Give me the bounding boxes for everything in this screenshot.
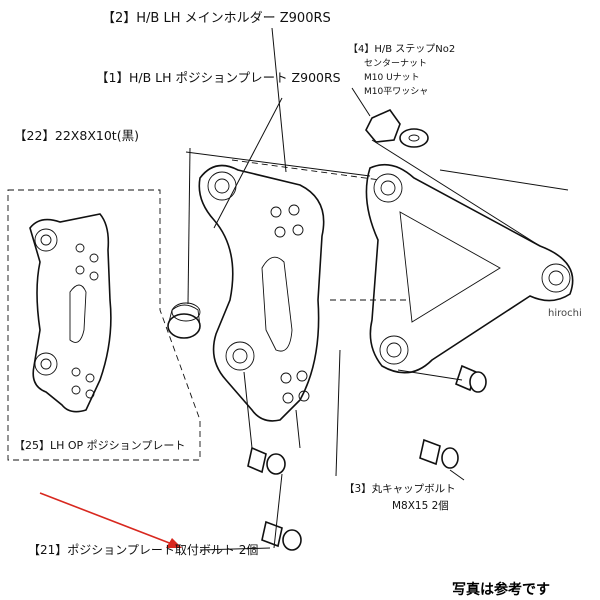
red-arrow bbox=[39, 492, 182, 548]
nut-washer-part bbox=[365, 109, 429, 148]
label-step-line3: M10 Uナット bbox=[364, 72, 420, 83]
label-op-plate: 【25】LH OP ポジションプレート bbox=[14, 439, 185, 452]
plate-bolt-parts bbox=[247, 446, 302, 551]
label-step-line2: センターナット bbox=[364, 58, 427, 69]
watermark: hirochi bbox=[548, 308, 582, 319]
position-plate-part bbox=[198, 164, 325, 422]
label-cap-bolt-size: M8X15 2個 bbox=[392, 499, 449, 512]
label-position-plate: 【1】H/B LH ポジションプレート Z900RS bbox=[96, 70, 341, 85]
cap-bolt-parts bbox=[419, 364, 487, 469]
label-main-holder: 【2】H/B LH メインホルダー Z900RS bbox=[102, 11, 331, 26]
label-step-line4: M10平ワッシャ bbox=[364, 86, 428, 97]
op-position-plate-part bbox=[29, 213, 112, 413]
main-holder-part bbox=[365, 163, 574, 374]
leader-lines bbox=[185, 27, 569, 551]
caption: 写真は参考です bbox=[452, 581, 550, 598]
op-position-plate-box bbox=[7, 189, 201, 461]
label-cap-bolt: 【3】丸キャップボルト bbox=[344, 482, 456, 495]
label-collar: 【22】22X8X10t(黒) bbox=[14, 128, 139, 143]
label-plate-bolt: 【21】ポジションプレート取付ボルト 2個 bbox=[28, 543, 258, 557]
collar-part bbox=[167, 302, 201, 339]
label-step-no2: 【4】H/B ステップNo2 bbox=[348, 43, 455, 55]
